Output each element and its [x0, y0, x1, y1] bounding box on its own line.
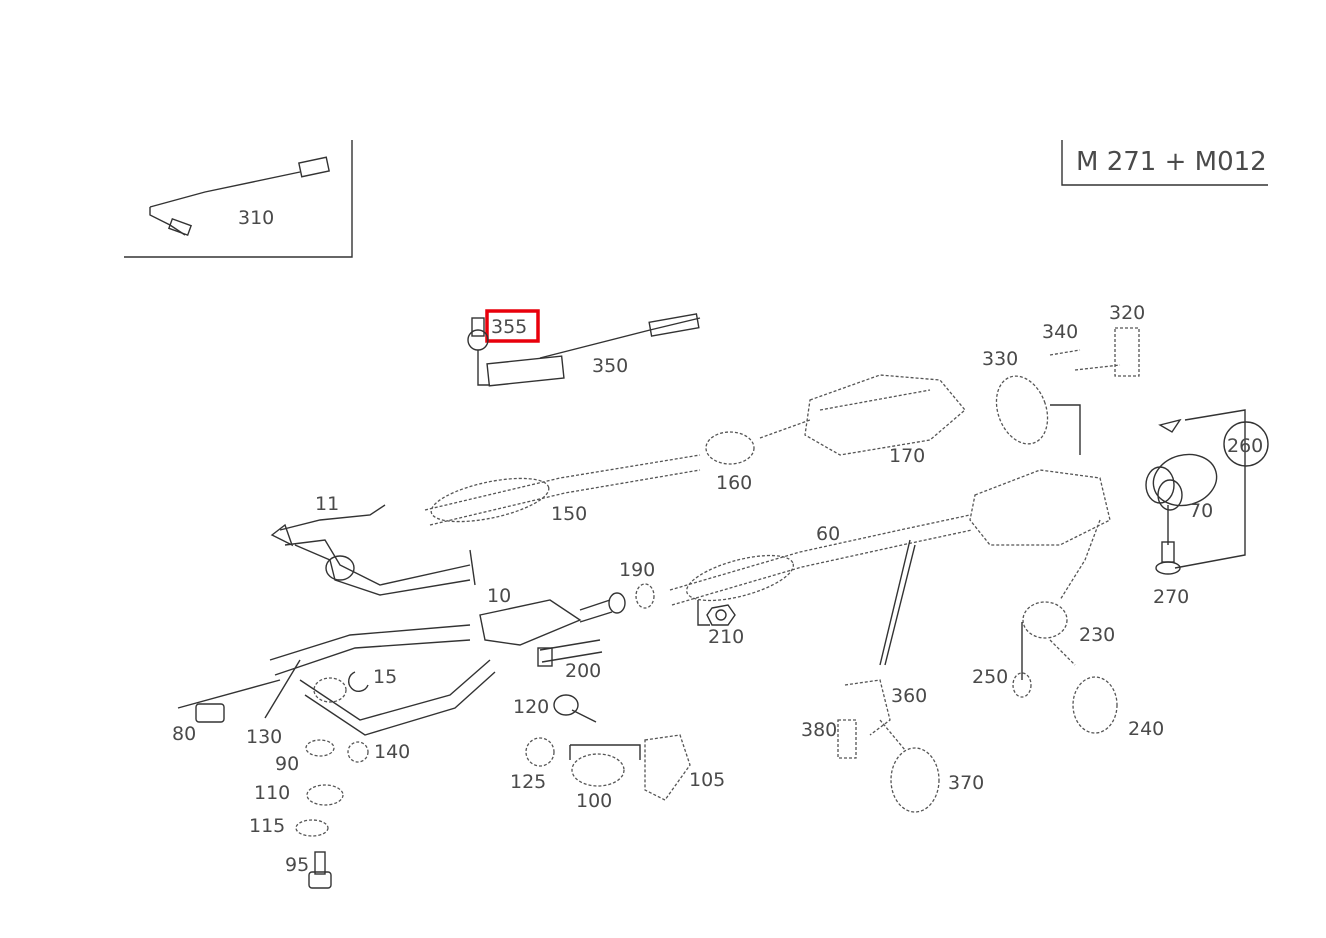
callout-circle-260 — [1223, 421, 1269, 467]
callout-360[interactable]: 360 — [891, 685, 927, 707]
callout-370[interactable]: 370 — [948, 772, 984, 794]
callout-340[interactable]: 340 — [1042, 321, 1078, 343]
callout-95[interactable]: 95 — [285, 854, 309, 876]
fasteners-left[interactable] — [177, 659, 369, 889]
front-pipe-11[interactable] — [270, 504, 476, 596]
callout-200[interactable]: 200 — [565, 660, 601, 682]
callout-80[interactable]: 80 — [172, 723, 196, 745]
hangers-360-370[interactable] — [837, 539, 940, 813]
callout-160[interactable]: 160 — [716, 472, 752, 494]
highlight-box-355[interactable] — [485, 309, 540, 343]
fasteners-center[interactable] — [525, 694, 691, 801]
callout-140[interactable]: 140 — [374, 741, 410, 763]
rear-silencer[interactable] — [669, 409, 1246, 610]
callout-150[interactable]: 150 — [551, 503, 587, 525]
callout-15[interactable]: 15 — [373, 666, 397, 688]
model-code-label: M 271 + M012 — [1076, 147, 1267, 177]
callout-190[interactable]: 190 — [619, 559, 655, 581]
callout-320[interactable]: 320 — [1109, 302, 1145, 324]
callout-70[interactable]: 70 — [1189, 500, 1213, 522]
callout-250[interactable]: 250 — [972, 666, 1008, 688]
sensor-350[interactable] — [467, 313, 701, 387]
callout-170[interactable]: 170 — [889, 445, 925, 467]
callout-350[interactable]: 350 — [592, 355, 628, 377]
callout-355[interactable]: 355 — [491, 316, 527, 338]
callout-10[interactable]: 10 — [487, 585, 511, 607]
inset-310 — [124, 140, 353, 258]
callout-90[interactable]: 90 — [275, 753, 299, 775]
callout-380[interactable]: 380 — [801, 719, 837, 741]
muffler-rear[interactable] — [987, 327, 1140, 455]
model-code-box — [1061, 140, 1268, 186]
callout-60[interactable]: 60 — [816, 523, 840, 545]
callout-210[interactable]: 210 — [708, 626, 744, 648]
callout-110[interactable]: 110 — [254, 782, 290, 804]
upper-exhaust-assembly[interactable] — [424, 374, 966, 530]
callout-105[interactable]: 105 — [689, 769, 725, 791]
callout-11[interactable]: 11 — [315, 493, 339, 515]
callout-230[interactable]: 230 — [1079, 624, 1115, 646]
callout-260[interactable]: 260 — [1227, 435, 1263, 457]
callout-115[interactable]: 115 — [249, 815, 285, 837]
catalytic-converter-10[interactable] — [269, 592, 626, 736]
callout-100[interactable]: 100 — [576, 790, 612, 812]
callout-310[interactable]: 310 — [238, 207, 274, 229]
hangers-230-240[interactable] — [1012, 519, 1118, 734]
callout-270[interactable]: 270 — [1153, 586, 1189, 608]
clamp-190-210[interactable] — [635, 583, 736, 626]
callout-330[interactable]: 330 — [982, 348, 1018, 370]
callout-125[interactable]: 125 — [510, 771, 546, 793]
callout-130[interactable]: 130 — [246, 726, 282, 748]
callout-240[interactable]: 240 — [1128, 718, 1164, 740]
callout-120[interactable]: 120 — [513, 696, 549, 718]
